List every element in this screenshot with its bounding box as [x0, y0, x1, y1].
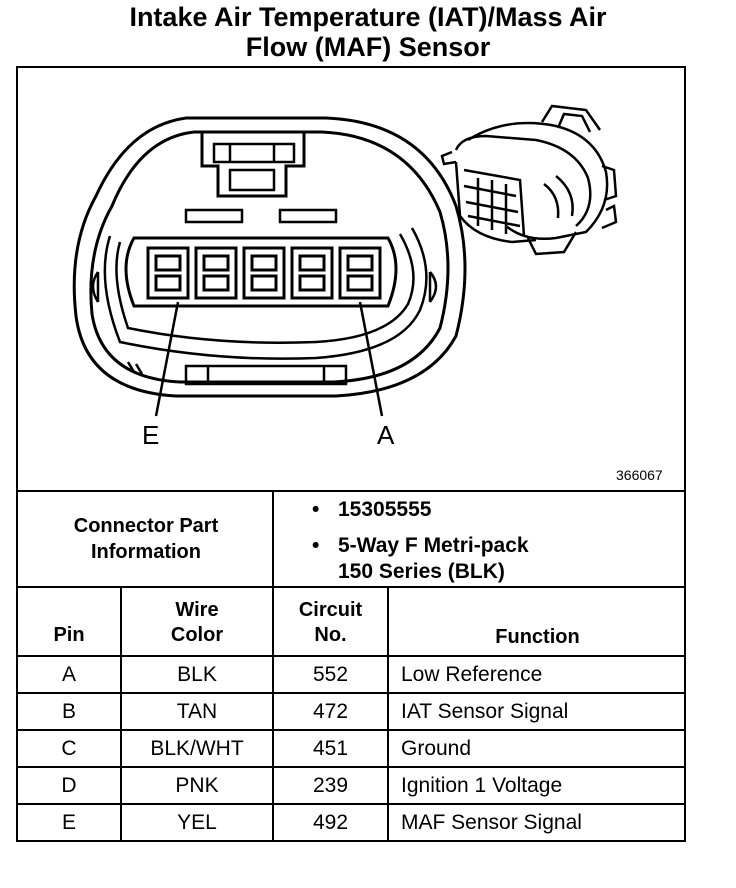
cell-circuit: 451 [312, 736, 349, 760]
pin-e-leader-line [154, 301, 180, 417]
connector-housing-inner [89, 130, 450, 384]
column-header-pin-text: Pin [53, 624, 85, 646]
connector-part-info-label-line-1: Connector Part [73, 515, 219, 537]
cell-pin: E [61, 810, 76, 834]
cell-wire-color: YEL [177, 810, 217, 834]
pin-a-leader-line [358, 301, 384, 417]
cell-pin: B [61, 699, 76, 723]
pin-cavity-block [124, 236, 398, 308]
divider [16, 490, 686, 492]
pin-cavity-b [290, 246, 334, 300]
cell-circuit: 492 [312, 810, 349, 834]
cell-pin: A [61, 662, 76, 686]
cell-circuit: 472 [312, 699, 349, 723]
divider [16, 803, 686, 805]
divider [16, 586, 686, 588]
column-header-function: Function [389, 596, 686, 650]
pin-cavity-a [338, 246, 382, 300]
connector-latch [200, 132, 306, 198]
connector-type: 5-Way F Metri-pack [312, 533, 529, 559]
column-header-wire-color: Wire Color [122, 596, 272, 648]
connector-part-info-label-line-2: Information [91, 541, 201, 563]
pin-e-callout: E [142, 420, 160, 450]
cell-function: Low Reference [401, 662, 543, 686]
divider [272, 490, 274, 588]
cell-circuit: 239 [312, 773, 349, 797]
divider [387, 586, 389, 842]
column-header-circuit-no: Circuit No. [274, 596, 387, 648]
cell-function: MAF Sensor Signal [401, 810, 582, 834]
column-header-circuit-line-2: No. [314, 624, 347, 646]
cell-wire-color: TAN [176, 699, 218, 723]
divider [16, 729, 686, 731]
cell-function: Ground [401, 736, 472, 760]
cell-wire-color: PNK [175, 773, 219, 797]
column-header-function-text: Function [495, 626, 580, 648]
connector-diagram [72, 104, 618, 417]
divider [272, 586, 274, 842]
cell-function: IAT Sensor Signal [401, 699, 569, 723]
column-header-pin: Pin [18, 596, 120, 648]
divider [16, 766, 686, 768]
column-header-wire-color-line-1: Wire [175, 599, 219, 621]
pin-cavity-c [242, 246, 286, 300]
pin-cavity-d [194, 246, 238, 300]
part-number: 15305555 [312, 497, 529, 523]
page-title: Intake Air Temperature (IAT)/Mass Air Fl… [0, 2, 736, 62]
connector-housing-outer [72, 116, 467, 398]
figure-id: 366067 [616, 467, 663, 483]
cell-pin: D [61, 773, 77, 797]
divider [16, 692, 686, 694]
column-header-wire-color-line-2: Color [170, 624, 224, 646]
divider [120, 586, 122, 842]
cell-function: Ignition 1 Voltage [401, 773, 563, 797]
connector-part-info-label: Connector Part Information [18, 492, 274, 586]
pin-cavity-e [146, 246, 190, 300]
cell-wire-color: BLK [177, 662, 217, 686]
column-header-circuit-line-1: Circuit [298, 599, 363, 621]
pin-a-callout: A [377, 420, 395, 450]
title-line-2: Flow (MAF) Sensor [245, 32, 491, 62]
cell-pin: C [61, 736, 77, 760]
title-line-1: Intake Air Temperature (IAT)/Mass Air [129, 2, 607, 32]
divider [16, 655, 686, 657]
connector-series: 150 Series (BLK) [338, 560, 505, 583]
cell-wire-color: BLK/WHT [150, 736, 244, 760]
connector-part-info-list: 15305555 5-Way F Metri-pack 150 Series (… [312, 497, 529, 585]
connector-3d-view [440, 104, 618, 256]
cell-circuit: 552 [312, 662, 349, 686]
diagram-frame [16, 66, 686, 842]
